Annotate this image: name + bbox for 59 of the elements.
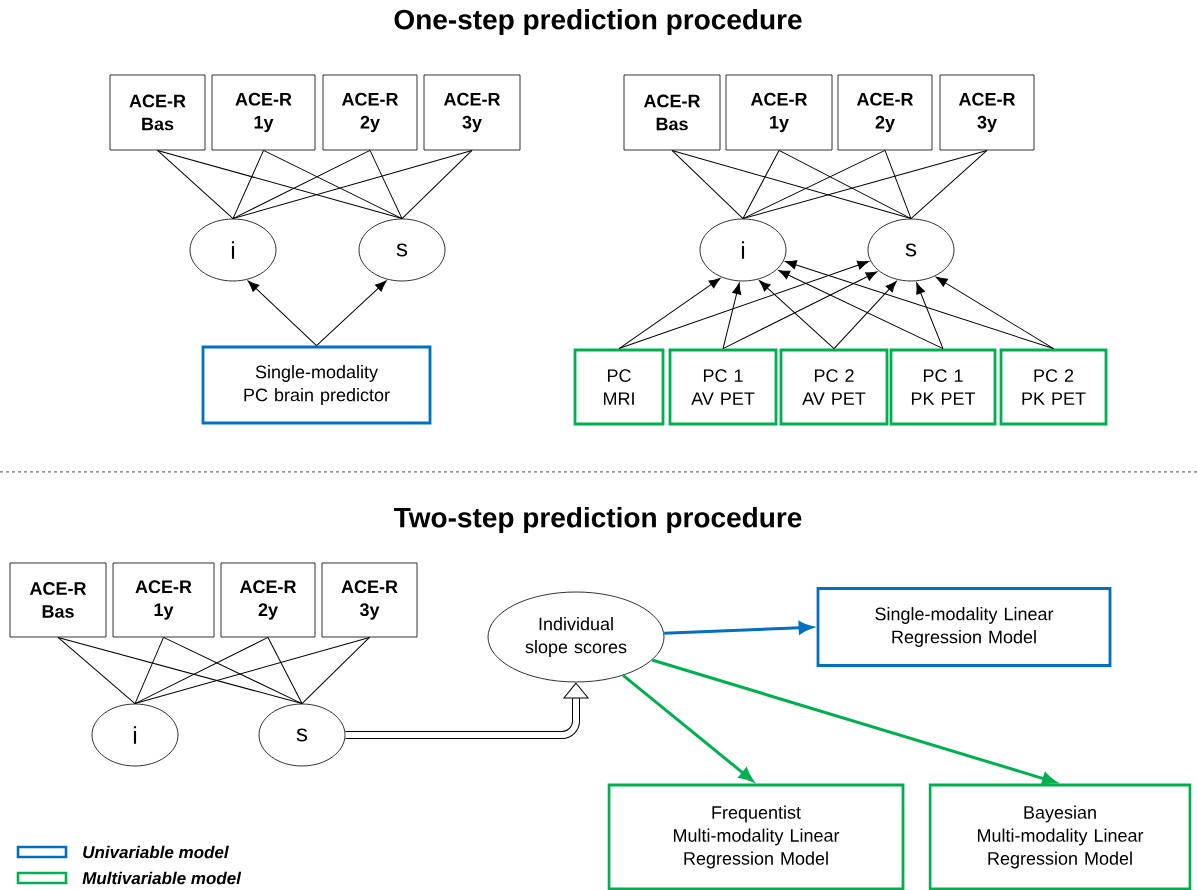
arrow xyxy=(833,280,897,350)
score-box: ACE-R 1y xyxy=(211,74,316,151)
connector-line xyxy=(671,149,744,220)
arrow xyxy=(759,280,835,350)
connector-line xyxy=(263,149,403,220)
connector-line xyxy=(134,636,370,705)
connector-line xyxy=(401,149,473,220)
connector-line xyxy=(884,149,912,220)
arrow xyxy=(785,260,1054,350)
connector-line xyxy=(57,636,303,705)
arrow xyxy=(778,269,944,350)
model-box: PC MRI xyxy=(573,348,665,426)
connector-line xyxy=(232,149,264,220)
score-box: ACE-R 2y xyxy=(322,74,418,151)
connector-line xyxy=(742,149,780,220)
model-box: PC 1 PK PET xyxy=(889,348,997,426)
model-box: PC 1 AV PET xyxy=(668,348,778,426)
hollow-arrow xyxy=(345,682,589,739)
arrow xyxy=(935,276,1054,350)
arrow xyxy=(247,280,317,347)
arrow xyxy=(722,282,742,350)
connector-line xyxy=(910,149,988,220)
connector-line xyxy=(267,636,303,705)
connector-line xyxy=(157,149,234,220)
model-box: Bayesian Multi-modality Linear Regression Model xyxy=(928,783,1192,890)
connector-line xyxy=(232,149,473,220)
heading: Two-step prediction procedure xyxy=(394,506,802,534)
connector-line xyxy=(157,149,403,220)
connector-line xyxy=(369,149,403,220)
arrow xyxy=(618,278,721,350)
score-box: ACE-R 1y xyxy=(725,74,833,151)
connector-line xyxy=(57,636,136,705)
model-box: Single-modality PC brain predictor xyxy=(201,345,432,425)
connector-line xyxy=(134,636,164,705)
score-box: ACE-R 3y xyxy=(423,74,521,151)
score-box: ACE-R Bas xyxy=(109,74,206,151)
model-box: Frequentist Multi-modality Linear Regression Model xyxy=(607,783,905,890)
connector-line xyxy=(163,636,303,705)
model-box: PC 2 PK PET xyxy=(999,348,1108,426)
connector-line xyxy=(778,149,912,220)
connector-line xyxy=(742,149,988,220)
score-box: ACE-R Bas xyxy=(623,74,721,151)
legend-label: Univariable model xyxy=(83,845,229,859)
arrow xyxy=(316,280,387,347)
connector-line xyxy=(301,636,370,705)
model-box: PC 2 AV PET xyxy=(779,348,889,426)
score-box: ACE-R 1y xyxy=(112,562,215,638)
score-box: ACE-R Bas xyxy=(9,562,107,638)
arrow xyxy=(722,271,878,350)
connector-line xyxy=(671,149,912,220)
arrow xyxy=(916,282,944,350)
score-box: ACE-R 3y xyxy=(321,562,418,638)
model-box: Single-modality Linear Regression Model xyxy=(816,587,1112,667)
score-box: ACE-R 2y xyxy=(220,562,316,638)
score-box: ACE-R 3y xyxy=(939,74,1035,151)
arrow xyxy=(618,260,869,350)
score-box: ACE-R 2y xyxy=(837,74,933,151)
legend-label: Multivariable model xyxy=(82,871,242,885)
title: One-step prediction procedure xyxy=(394,8,802,36)
